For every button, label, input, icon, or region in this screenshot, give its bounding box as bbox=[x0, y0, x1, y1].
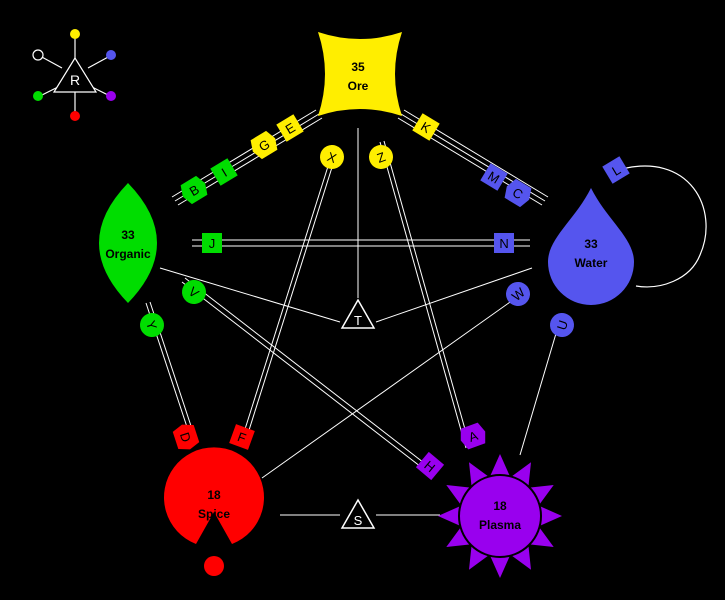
tag-b[interactable]: B bbox=[177, 174, 211, 206]
link-water-hub-t bbox=[375, 267, 533, 323]
resource-organic[interactable]: 33 Organic bbox=[99, 183, 157, 303]
tag-j[interactable]: J bbox=[202, 233, 222, 253]
svg-text:R: R bbox=[70, 72, 80, 88]
tag-u[interactable]: U bbox=[547, 310, 577, 340]
tag-h[interactable]: H bbox=[415, 451, 445, 481]
svg-text:35: 35 bbox=[351, 60, 365, 74]
svg-text:18: 18 bbox=[493, 499, 507, 513]
tag-w[interactable]: W bbox=[501, 277, 535, 311]
link-ore-spice bbox=[239, 159, 335, 447]
tag-a[interactable]: A bbox=[457, 421, 489, 451]
resource-water[interactable]: 33 Water bbox=[548, 188, 634, 305]
link-organic-hub-t bbox=[159, 267, 341, 323]
hub-t: T bbox=[340, 298, 376, 329]
svg-text:Plasma: Plasma bbox=[479, 518, 521, 532]
legend-dot-organic bbox=[33, 91, 43, 101]
svg-text:N: N bbox=[499, 236, 508, 251]
legend-dot-ore bbox=[70, 29, 80, 39]
legend: R bbox=[32, 29, 116, 121]
svg-text:J: J bbox=[209, 236, 216, 251]
link-water-plasma bbox=[519, 319, 561, 456]
tag-x[interactable]: X bbox=[317, 142, 348, 173]
svg-text:33: 33 bbox=[121, 228, 135, 242]
tag-c[interactable]: C bbox=[501, 177, 535, 209]
link-water-loop bbox=[617, 165, 707, 288]
svg-text:Organic: Organic bbox=[105, 247, 151, 261]
legend-dot-spice bbox=[70, 111, 80, 121]
tag-v[interactable]: V bbox=[177, 275, 211, 309]
svg-text:U: U bbox=[554, 318, 571, 332]
tag-k[interactable]: K bbox=[412, 113, 440, 141]
legend-dot-empty bbox=[32, 49, 44, 61]
link-spice-water bbox=[261, 294, 521, 479]
hub-s: S bbox=[340, 498, 376, 529]
resource-ore[interactable]: 35 Ore bbox=[318, 32, 402, 116]
tag-y[interactable]: Y bbox=[137, 310, 167, 340]
legend-dot-plasma bbox=[106, 91, 116, 101]
tag-e[interactable]: E bbox=[276, 114, 304, 142]
svg-text:T: T bbox=[354, 313, 362, 328]
svg-text:S: S bbox=[354, 513, 363, 528]
svg-text:Spice: Spice bbox=[198, 507, 230, 521]
tag-f[interactable]: F bbox=[229, 424, 255, 450]
link-organic-plasma bbox=[181, 277, 429, 471]
tag-l[interactable]: L bbox=[602, 156, 630, 184]
tag-i[interactable]: I bbox=[210, 158, 238, 186]
resource-spice[interactable]: 18 Spice bbox=[163, 447, 264, 576]
resource-plasma[interactable]: 18 Plasma bbox=[438, 454, 562, 578]
svg-text:Ore: Ore bbox=[348, 79, 369, 93]
tag-g[interactable]: G bbox=[247, 129, 281, 161]
tag-n[interactable]: N bbox=[494, 233, 514, 253]
tag-m[interactable]: M bbox=[480, 163, 508, 191]
legend-dot-water bbox=[106, 50, 116, 60]
svg-text:I: I bbox=[219, 165, 230, 180]
svg-text:Water: Water bbox=[575, 256, 608, 270]
link-organic-water bbox=[192, 239, 530, 247]
svg-text:D: D bbox=[177, 430, 194, 444]
tag-d[interactable]: D bbox=[172, 421, 201, 453]
spice-dot bbox=[204, 556, 224, 576]
svg-text:33: 33 bbox=[584, 237, 598, 251]
link-ore-plasma bbox=[379, 140, 471, 449]
tag-z[interactable]: Z bbox=[366, 142, 397, 173]
svg-text:18: 18 bbox=[207, 488, 221, 502]
